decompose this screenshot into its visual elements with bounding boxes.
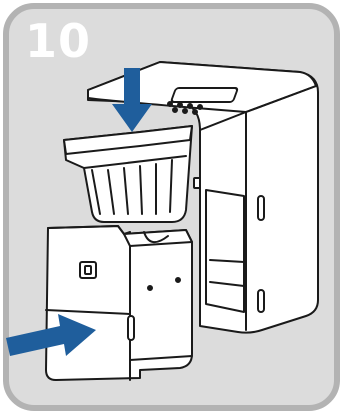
- step-number: 10: [25, 18, 91, 64]
- drip-tray-unit: [46, 226, 192, 380]
